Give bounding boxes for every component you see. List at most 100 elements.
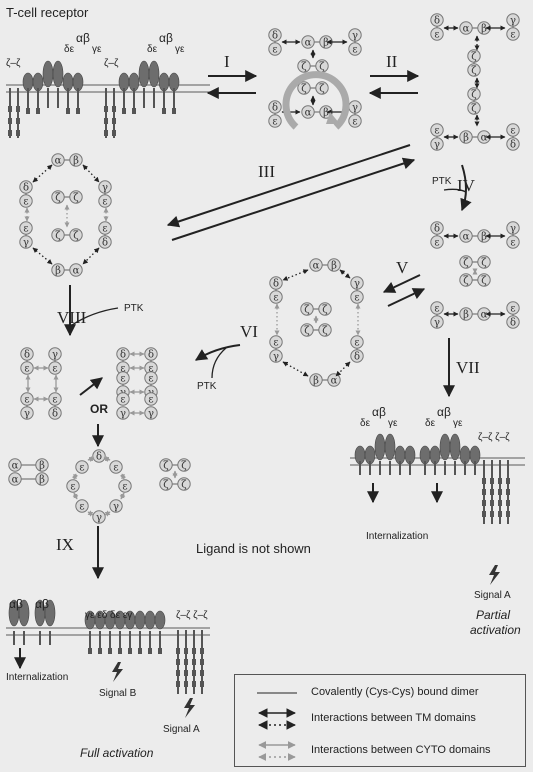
interaction-arrow xyxy=(32,164,53,183)
subunit-symbol: ε xyxy=(510,238,515,249)
ge-label-4: γε xyxy=(453,418,463,429)
subunit-symbol: δ xyxy=(434,224,440,235)
partial-activation-line1: Partial xyxy=(476,608,511,622)
subunit-symbol: δ xyxy=(96,452,102,463)
subunit-symbol: ε xyxy=(434,304,439,315)
itam-motif xyxy=(138,648,142,654)
subunit-symbol: γ xyxy=(96,513,102,524)
itam-motif xyxy=(176,670,180,676)
itam-motif xyxy=(26,108,30,114)
subunit-symbol: ε xyxy=(120,374,125,385)
legend-item-tm: Interactions between TM domains xyxy=(311,712,476,724)
subunit-symbol: α xyxy=(313,261,320,272)
subunit-symbol: δ xyxy=(23,183,29,194)
ab-label-6: αβ xyxy=(35,597,49,611)
subunit-symbol: ε xyxy=(120,395,125,406)
full-activation-label: Full activation xyxy=(80,746,154,760)
interaction-arrow xyxy=(103,456,111,462)
subunit-ectodomain xyxy=(18,599,30,627)
itam-motif xyxy=(200,648,204,654)
subunit-ectodomain xyxy=(384,433,396,461)
ab-label-1: αβ xyxy=(76,31,90,45)
subunit-symbol: ε xyxy=(102,224,107,235)
zz-quad-label-2: ζ–ζ ζ–ζ xyxy=(176,610,208,621)
step-label-iii: III xyxy=(258,162,275,181)
interaction-arrow xyxy=(72,492,79,500)
ge-label-3: γε xyxy=(388,418,398,429)
de-label-1: δε xyxy=(64,44,75,55)
subunit-circle xyxy=(116,406,130,420)
or-label: OR xyxy=(90,402,108,416)
subunit-symbol: γ xyxy=(510,224,516,235)
subunit-symbol: β xyxy=(55,266,61,277)
itam-motif xyxy=(112,130,116,136)
subunit-symbol: α xyxy=(305,38,312,49)
ge-label-2: γε xyxy=(175,44,185,55)
interaction-arrow xyxy=(82,247,100,265)
subunit-circle xyxy=(144,406,158,420)
subunit-symbol: ζ xyxy=(73,231,79,242)
itam-motif xyxy=(192,648,196,654)
itam-motif xyxy=(498,500,502,506)
itam-motif xyxy=(184,648,188,654)
step-label-viii: VIII xyxy=(57,308,87,327)
itam-motif xyxy=(506,500,510,506)
itam-motif xyxy=(148,648,152,654)
itam-motif xyxy=(176,681,180,687)
subunit-symbol: α xyxy=(305,108,312,119)
de-label-4: δε xyxy=(425,418,436,429)
subunit-symbol: α xyxy=(463,232,470,243)
zz-quad-label-1: ζ–ζ ζ–ζ xyxy=(478,432,510,443)
subunit-symbol: ζ xyxy=(304,305,310,316)
subunit-symbol: δ xyxy=(510,140,516,151)
ring-subunit xyxy=(75,460,89,474)
subunit-symbol: ε xyxy=(273,293,278,304)
subunit-symbol: γ xyxy=(510,16,516,27)
subunit-symbol: γ xyxy=(434,140,440,151)
subunit-symbol: β xyxy=(39,475,45,486)
subunit-symbol: γ xyxy=(434,318,440,329)
itam-motif xyxy=(158,648,162,654)
subunit-symbol: γ xyxy=(148,409,154,420)
ab-label-4: αβ xyxy=(437,405,451,419)
subunit-symbol: ε xyxy=(23,224,28,235)
interaction-arrow xyxy=(335,361,351,377)
itam-motif xyxy=(132,108,136,114)
itam-motif xyxy=(498,511,502,517)
itam-motif xyxy=(490,489,494,495)
subunit-symbol: ε xyxy=(79,502,84,513)
ptk-label-iv: PTK xyxy=(432,176,452,187)
diagram-title: T-cell receptor xyxy=(6,5,89,20)
itam-motif xyxy=(36,108,40,114)
subunit-symbol: ζ xyxy=(181,480,187,491)
itam-motif xyxy=(506,489,510,495)
subunit-circle xyxy=(51,153,65,167)
or-arrow-right xyxy=(79,377,103,396)
subunit-circle xyxy=(327,373,341,387)
itam-motif xyxy=(118,648,122,654)
internalization-label-partial: Internalization xyxy=(366,531,429,542)
itam-motif xyxy=(482,478,486,484)
subunit-symbol: ζ xyxy=(181,461,187,472)
itam-motif xyxy=(490,500,494,506)
itam-motif xyxy=(8,106,12,112)
itam-motif xyxy=(172,108,176,114)
ab-label-2: αβ xyxy=(159,31,173,45)
itam-motif xyxy=(192,681,196,687)
interaction-arrow xyxy=(119,492,126,500)
ring-subunit xyxy=(109,460,123,474)
interaction-arrow xyxy=(82,164,100,183)
subunit-pair-labels: γε εδ δε εγ xyxy=(85,610,133,621)
itam-motif xyxy=(184,659,188,665)
subunit-ectodomain xyxy=(148,60,160,88)
rotation-arrow xyxy=(282,71,350,130)
subunit-ectodomain xyxy=(138,60,150,88)
itam-motif xyxy=(498,478,502,484)
subunit-symbol: ε xyxy=(510,304,515,315)
subunit-symbol: ζ xyxy=(471,66,477,77)
ring-subunit xyxy=(66,479,80,493)
step-label-ix: IX xyxy=(56,535,74,554)
subunit-ectodomain xyxy=(44,599,56,627)
legend-box: Covalently (Cys-Cys) bound dimer Interac… xyxy=(234,674,526,767)
